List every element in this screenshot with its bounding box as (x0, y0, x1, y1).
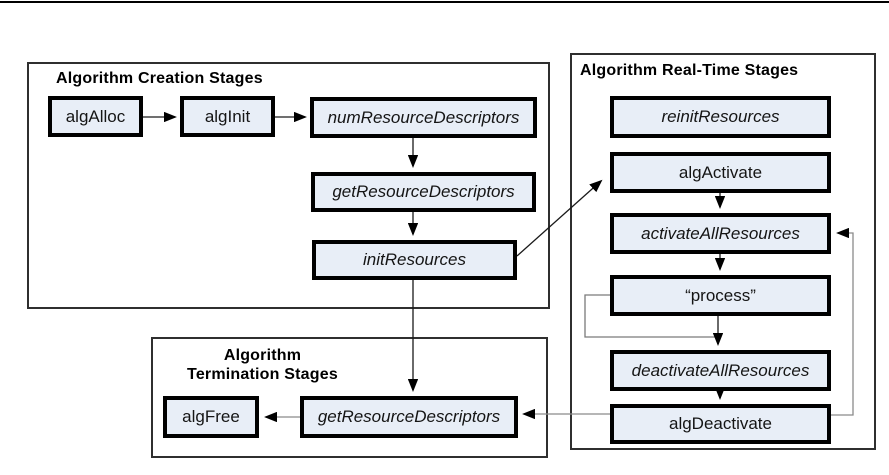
termination-title-line1: Algorithm (223, 347, 302, 364)
realtime-stages-container (570, 53, 876, 450)
node-algdeactivate: algDeactivate (610, 404, 831, 444)
node-deactivateallresources: deactivateAllResources (610, 350, 831, 391)
creation-stages-title: Algorithm Creation Stages (56, 70, 263, 87)
node-reinitresources: reinitResources (610, 96, 831, 138)
node-alginit: algInit (180, 96, 275, 137)
node-algalloc: algAlloc (48, 96, 143, 137)
realtime-stages-title: Algorithm Real-Time Stages (580, 62, 799, 79)
node-algfree: algFree (163, 396, 259, 438)
node-termination-getresourcedescriptors: getResourceDescriptors (300, 396, 518, 438)
edge-algdeactivate-activateallresources-feedback (831, 227, 854, 416)
edge-process-repeat-loop (584, 294, 718, 338)
termination-stages-container (151, 337, 548, 458)
edge-initresources-algactivate (516, 179, 603, 257)
node-getresourcedescriptors: getResourceDescriptors (311, 172, 536, 212)
termination-stages-title: Algorithm Termination Stages (155, 346, 370, 384)
node-process: “process” (610, 275, 831, 316)
node-initresources: initResources (312, 240, 517, 280)
top-horizontal-rule (0, 1, 889, 3)
node-numresourcedescriptors: numResourceDescriptors (310, 97, 537, 138)
termination-title-line2: Termination Stages (187, 366, 338, 383)
creation-stages-container (27, 62, 550, 309)
node-activateallresources: activateAllResources (610, 213, 831, 254)
node-algactivate: algActivate (610, 152, 831, 193)
